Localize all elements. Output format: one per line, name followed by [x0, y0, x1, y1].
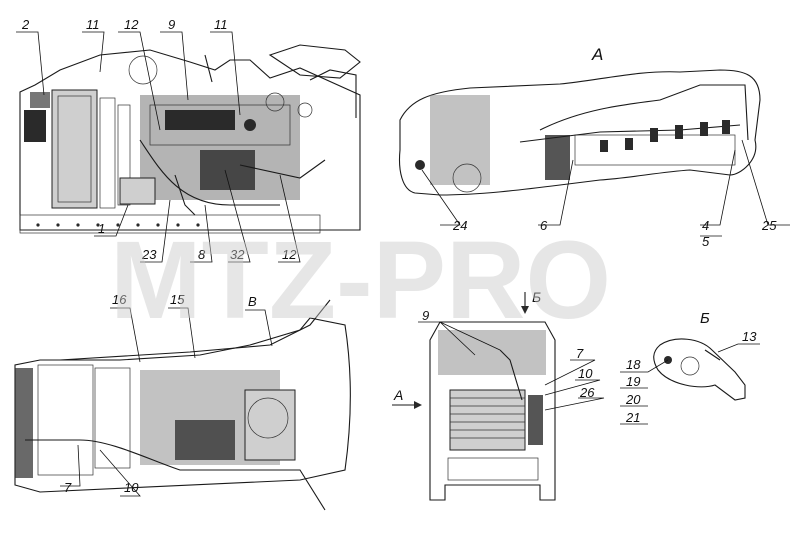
label-24: 24 [452, 218, 467, 233]
view-top-right: A 24 6 4 5 25 [398, 45, 790, 249]
label-19: 19 [626, 374, 640, 389]
label-4: 4 [702, 218, 709, 233]
label-2: 2 [21, 17, 30, 32]
label-7: 7 [64, 480, 72, 495]
label-12b: 12 [282, 247, 297, 262]
label-8: 8 [198, 247, 206, 262]
label-21: 21 [625, 410, 640, 425]
label-18: 18 [626, 357, 641, 372]
label-25: 25 [761, 218, 777, 233]
view-top-left: 2 11 12 9 11 1 23 8 32 12 [16, 17, 361, 263]
view-a-title: A [591, 45, 603, 64]
watermark-text: MTZ-PRO [110, 219, 611, 342]
label-26: 26 [579, 385, 595, 400]
label-23: 23 [141, 247, 157, 262]
label-1: 1 [98, 221, 105, 236]
label-5: 5 [702, 234, 710, 249]
label-12: 12 [124, 17, 139, 32]
label-13: 13 [742, 329, 757, 344]
view-bottom-right: Б 13 18 19 20 21 [620, 310, 760, 425]
view-bottom-middle: Б A 9 7 10 26 [392, 289, 605, 501]
label-b: B [248, 294, 257, 309]
label-16: 16 [112, 292, 127, 307]
label-32: 32 [230, 247, 245, 262]
label-11: 11 [86, 17, 100, 32]
label-6: 6 [540, 218, 548, 233]
label-10: 10 [124, 480, 139, 495]
label-11b: 11 [214, 17, 228, 32]
label-9b: 9 [422, 308, 429, 323]
label-9: 9 [168, 17, 175, 32]
label-20: 20 [625, 392, 641, 407]
view-b-title: Б [700, 310, 710, 327]
label-15: 15 [170, 292, 185, 307]
arrow-b-label: Б [532, 289, 541, 305]
label-10b: 10 [578, 366, 593, 381]
label-7b: 7 [576, 346, 584, 361]
view-bottom-left: 16 15 B 7 10 [14, 292, 351, 511]
arrow-a-label: A [393, 387, 403, 403]
